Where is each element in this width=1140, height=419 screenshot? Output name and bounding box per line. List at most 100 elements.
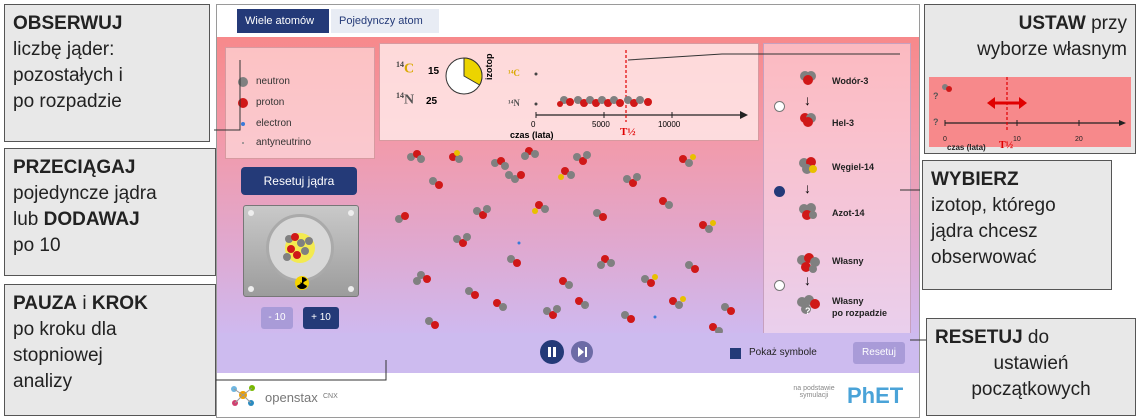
nucleus[interactable] [493, 299, 507, 311]
openstax-brand-sub: CNX [323, 393, 338, 400]
pause-icon [553, 347, 556, 357]
radio-custom[interactable] [774, 280, 785, 291]
proton-icon [238, 98, 248, 108]
down-arrow-icon: ↓ [804, 272, 811, 288]
inset-label: ? [933, 91, 939, 101]
nucleus[interactable] [453, 233, 471, 247]
nucleus[interactable] [543, 305, 561, 319]
callout-title: OBSERWUJ [13, 13, 123, 34]
svg-text:¹⁴N: ¹⁴N [508, 98, 520, 108]
nucleus[interactable] [669, 296, 686, 309]
tick-label: 0 [531, 120, 536, 129]
step-icon [578, 347, 584, 357]
callout-text: i [82, 293, 87, 314]
isotope-label: Własny [832, 296, 864, 306]
nucleus[interactable] [507, 255, 521, 267]
reset-nuclei-button[interactable]: Resetuj jądra [241, 167, 357, 195]
nucleus[interactable] [641, 274, 658, 287]
callout-text: pojedyncze jądra [13, 183, 157, 204]
bolt-icon [248, 210, 254, 216]
legend-label: proton [256, 97, 285, 108]
callout-text: jądra chcesz [931, 221, 1038, 242]
nucleus[interactable] [491, 157, 509, 170]
isotope-label: Wodór-3 [832, 76, 869, 86]
callout-text: lub [13, 209, 39, 230]
daughter-isotope-symbol: 14N [396, 91, 414, 109]
ratio-pie-chart [445, 57, 483, 95]
callout-choose-isotope: WYBIERZ izotop, którego jądra chcesz obs… [922, 160, 1112, 290]
nucleus[interactable] [505, 171, 525, 183]
nucleus[interactable] [573, 151, 591, 165]
bolt-icon [348, 286, 354, 292]
inset-half-life: T½ [999, 140, 1014, 151]
hydrogen-3-nucleus-icon [800, 71, 816, 85]
based-on-text: na podstawie symulacji [785, 385, 843, 399]
half-life-marker[interactable]: T½ [620, 126, 636, 138]
nucleus[interactable] [699, 220, 716, 233]
nucleus[interactable] [597, 255, 615, 269]
legend-label: antyneutrino [256, 137, 312, 148]
nucleus[interactable] [465, 287, 479, 299]
callout-text: liczbę jąder: [13, 39, 115, 60]
nucleus[interactable] [685, 261, 699, 273]
playback-bar: Pokaż symbole Resetuj [217, 333, 919, 373]
openstax-brand: openstax [265, 390, 318, 405]
mass-number: 14 [396, 91, 404, 100]
nucleus[interactable] [425, 317, 439, 329]
callout-text: obserwować [931, 247, 1037, 268]
show-symbols-checkbox[interactable] [730, 348, 741, 359]
bucket-nuclei[interactable] [277, 227, 323, 267]
svg-text:¹⁴C: ¹⁴C [508, 68, 520, 78]
electron-particle [653, 315, 657, 319]
nucleus[interactable] [395, 212, 409, 223]
nucleus[interactable] [449, 150, 463, 163]
nucleus[interactable] [621, 311, 635, 323]
custom-nucleus-icon [797, 253, 820, 273]
nucleus[interactable] [721, 303, 735, 315]
callout-title: WYBIERZ [931, 169, 1019, 190]
tab-label: Pojedynczy atom [339, 15, 423, 27]
nucleus[interactable] [659, 197, 673, 209]
nucleus[interactable] [679, 154, 696, 167]
radio-carbon-14[interactable] [774, 186, 785, 197]
tick-label: 20 [1075, 136, 1083, 143]
show-symbols-label: Pokaż symbole [749, 347, 817, 358]
nucleus-bucket[interactable] [243, 205, 359, 297]
element-symbol: C [404, 61, 415, 77]
tab-single-atom[interactable]: Pojedynczy atom + [331, 9, 439, 51]
nucleus[interactable] [429, 177, 443, 189]
radio-hydrogen-3[interactable] [774, 101, 785, 112]
pause-button[interactable] [540, 340, 564, 364]
nucleus[interactable] [558, 167, 575, 180]
simulation-stage: neutron proton electron antyneutrino 14 C… [217, 37, 919, 335]
nucleus[interactable] [532, 201, 549, 214]
add-ten-button[interactable]: + 10 [303, 307, 339, 329]
phet-logo: PhET [847, 383, 904, 408]
remove-ten-button[interactable]: - 10 [261, 307, 293, 329]
nucleus[interactable] [593, 209, 607, 221]
callout-title: PRZECIĄGAJ [13, 157, 136, 178]
helium-3-nucleus-icon [800, 113, 816, 127]
tab-many-atoms[interactable]: Wiele atomów − [237, 9, 329, 51]
step-button[interactable] [571, 341, 593, 363]
legend-panel: neutron proton electron antyneutrino [225, 47, 375, 159]
callout-title: PAUZA [13, 293, 78, 314]
nucleus[interactable] [559, 277, 573, 289]
nucleus[interactable] [407, 150, 425, 163]
svg-text:?: ? [805, 306, 811, 316]
tick-label: 10000 [658, 120, 681, 129]
nucleus[interactable] [623, 173, 641, 187]
bolt-icon [248, 286, 254, 292]
nucleus[interactable] [413, 271, 431, 285]
nucleus[interactable] [473, 205, 491, 219]
tick-label: 10 [1013, 136, 1021, 143]
isotope-label: po rozpadzie [832, 308, 888, 318]
radiation-icon [295, 276, 309, 290]
callout-text: po rozpadzie [13, 91, 122, 112]
nucleus[interactable] [521, 147, 539, 160]
callout-title: RESETUJ [935, 327, 1023, 348]
custom-decayed-nucleus-icon: ? [797, 295, 820, 316]
reset-button[interactable]: Resetuj [853, 342, 905, 364]
legend-label: neutron [256, 76, 290, 87]
callout-reset: RESETUJ do ustawień początkowych [926, 318, 1136, 416]
